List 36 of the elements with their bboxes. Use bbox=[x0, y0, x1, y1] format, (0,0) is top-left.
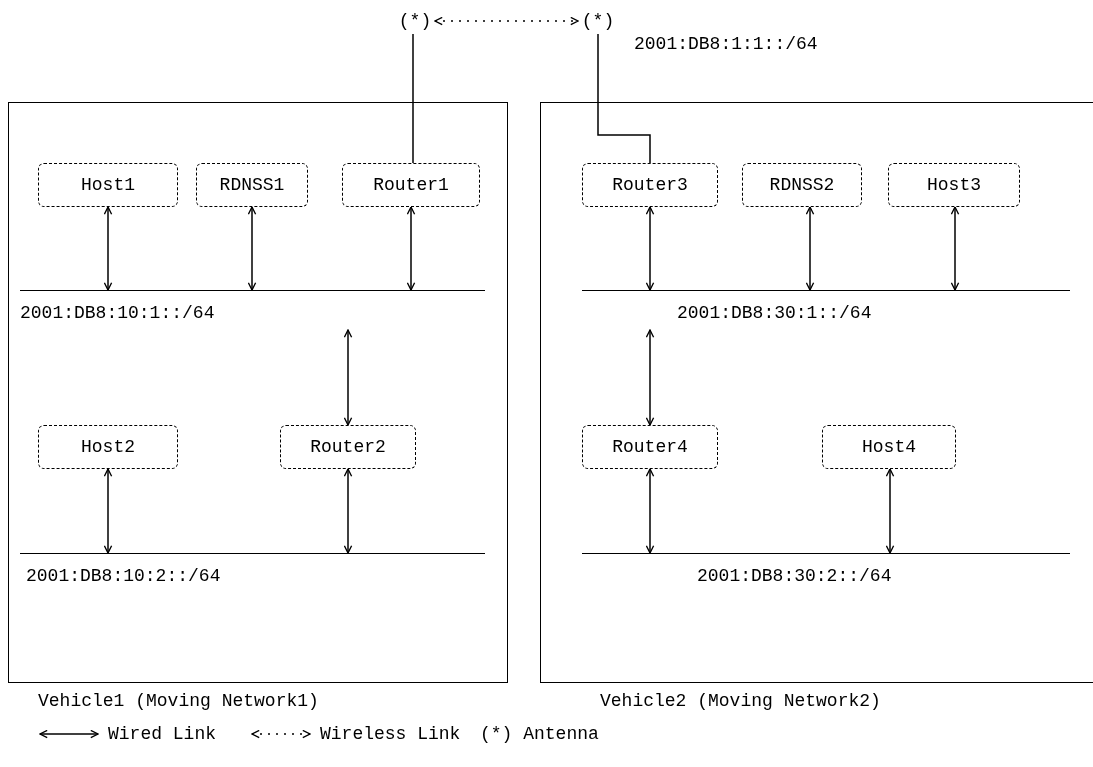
wired-link-arrow bbox=[645, 329, 655, 426]
wired-link-arrow bbox=[343, 329, 353, 426]
node-box: Host4 bbox=[822, 425, 956, 469]
wired-link-arrow bbox=[885, 468, 895, 554]
node-box: RDNSS2 bbox=[742, 163, 862, 207]
antenna-label: (*) bbox=[395, 8, 435, 34]
wired-link-arrow bbox=[103, 468, 113, 554]
node-box: Host3 bbox=[888, 163, 1020, 207]
node-box: Host2 bbox=[38, 425, 178, 469]
wired-link-arrow bbox=[645, 206, 655, 291]
legend-label: Wireless Link bbox=[320, 724, 461, 744]
node-box: Router4 bbox=[582, 425, 718, 469]
node-box: Router1 bbox=[342, 163, 480, 207]
subnet-prefix: 2001:DB8:30:1::/64 bbox=[677, 303, 872, 323]
legend-label: Wired Link bbox=[108, 724, 217, 744]
wired-link-arrow bbox=[950, 206, 960, 291]
subnet-prefix: 2001:DB8:10:1::/64 bbox=[20, 303, 215, 323]
node-box: Router3 bbox=[582, 163, 718, 207]
wired-link-arrow bbox=[805, 206, 815, 291]
subnet-prefix: 2001:DB8:30:2::/64 bbox=[697, 566, 892, 586]
connector-line bbox=[597, 33, 651, 164]
network-caption: Vehicle1 (Moving Network1) bbox=[38, 691, 319, 711]
node-box: RDNSS1 bbox=[196, 163, 308, 207]
antenna-label: (*) bbox=[578, 8, 618, 34]
connector-line bbox=[412, 33, 414, 164]
network-caption: Vehicle2 (Moving Network2) bbox=[600, 691, 881, 711]
node-box: Router2 bbox=[280, 425, 416, 469]
subnet-prefix: 2001:DB8:10:2::/64 bbox=[26, 566, 221, 586]
wired-link-arrow bbox=[103, 206, 113, 291]
node-box: Host1 bbox=[38, 163, 178, 207]
wired-link-arrow bbox=[343, 468, 353, 554]
legend-label: (*) Antenna bbox=[480, 724, 599, 744]
wired-link-arrow bbox=[247, 206, 257, 291]
wired-link-arrow bbox=[645, 468, 655, 554]
wired-link-arrow bbox=[406, 206, 416, 291]
wireless-link-arrow bbox=[434, 16, 579, 26]
